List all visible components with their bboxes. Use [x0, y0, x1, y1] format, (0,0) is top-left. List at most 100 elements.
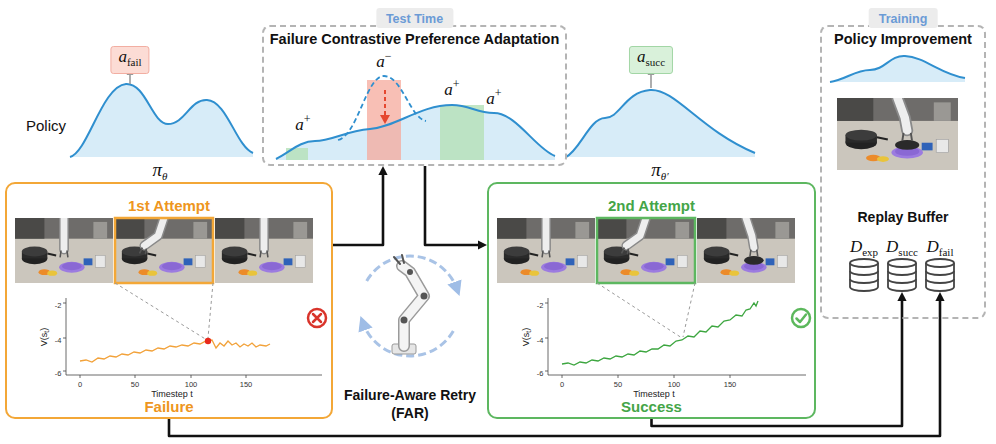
- tick-label: -4: [537, 329, 544, 347]
- tick-label: 100: [185, 373, 198, 391]
- text-holder: 1st Attempt: [7, 197, 331, 215]
- robot-icon: [407, 269, 413, 275]
- rollout-frames: [622, 218, 647, 254]
- tick-label: -6: [55, 362, 62, 380]
- outcome-label: Failure: [144, 398, 193, 415]
- action-symbol: +: [495, 86, 502, 100]
- action-symbol: a: [637, 47, 646, 66]
- tick-label: 50: [131, 380, 139, 389]
- robot-photo: [895, 98, 919, 150]
- policy-curve: [70, 84, 253, 157]
- rollout-frames: [497, 218, 595, 283]
- improved-policy-curve: [830, 56, 965, 82]
- attempt-title: 1st Attempt: [128, 197, 210, 214]
- value-chart: [562, 301, 758, 365]
- database-symbol: [850, 271, 878, 275]
- failure-icon: [308, 309, 326, 327]
- rollout-frames: [15, 218, 113, 283]
- adapted-policy-curve: [650, 74, 652, 88]
- buffer-heading: Replay Buffer: [857, 209, 948, 226]
- value-chart: [205, 338, 211, 344]
- tick-label: 50: [614, 373, 622, 391]
- action-symbol: a: [376, 52, 385, 71]
- rollout-frames: [744, 218, 764, 265]
- connector: [652, 292, 907, 426]
- database-symbol: [848, 258, 880, 292]
- panel-heading: Policy Improvement: [834, 31, 972, 48]
- robot-photo: [837, 98, 958, 170]
- database-symbol: [926, 271, 954, 275]
- adaptation-curve: [286, 148, 308, 160]
- text-holder: Failure Contrastive Preference Adaptatio…: [264, 30, 565, 48]
- adapted-policy-curve: [566, 90, 755, 157]
- axis-label: Timestep t: [151, 383, 193, 401]
- text-holder: Failure: [7, 398, 331, 416]
- rollout-frames: [115, 218, 213, 283]
- axis-label: ): [39, 328, 49, 331]
- connector-line: [169, 300, 940, 436]
- axis-label: t: [43, 331, 50, 333]
- tick-label: -6: [537, 362, 544, 380]
- axis-label: V(s: [39, 333, 49, 347]
- connector: [333, 166, 388, 245]
- axis-label: V(s: [521, 333, 531, 347]
- action-box: asucc: [629, 46, 673, 74]
- buffer-label: Dsucc: [883, 237, 921, 258]
- rollout-frames: [697, 218, 795, 283]
- tick-label: 150: [724, 373, 737, 391]
- database-symbol: [850, 259, 878, 267]
- buffer-subscript: fail: [939, 246, 954, 258]
- stage-label: Test Time: [386, 12, 443, 26]
- tick-label: 100: [668, 380, 681, 389]
- connector: [169, 292, 945, 436]
- policy-symbol: πθ: [153, 159, 168, 183]
- database-symbol: [926, 279, 954, 283]
- failure-icon: [313, 314, 321, 322]
- value-chart: [597, 283, 682, 338]
- tick-label: 100: [668, 373, 681, 391]
- attempt-box: 2nd AttemptSuccess: [487, 182, 816, 419]
- value-chart: [115, 283, 207, 340]
- action-symbol: a: [486, 89, 495, 108]
- action-symbol: a: [295, 115, 304, 134]
- rollout-frames: [542, 218, 550, 257]
- value-chart: [66, 298, 67, 375]
- adaptation-curve: [440, 105, 484, 160]
- retry-label: Failure-Aware Retry (FAR): [330, 386, 490, 423]
- database-symbol: [924, 258, 956, 292]
- axis-label: Timestep t: [633, 383, 675, 401]
- axis-label: ): [521, 328, 531, 331]
- stage-pill: Test Time: [376, 8, 453, 28]
- database-symbol: [888, 259, 916, 267]
- action-symbol: a+: [444, 78, 459, 100]
- stage-label: Training: [879, 12, 928, 26]
- tick-label: 50: [614, 380, 622, 389]
- action-subscript: fail: [127, 56, 142, 68]
- tick-label: -2: [537, 294, 544, 312]
- tick-label: 150: [240, 380, 253, 389]
- tick-label: -2: [55, 294, 62, 312]
- rollout-frames: [215, 218, 313, 283]
- database-symbol: [888, 279, 916, 283]
- retry-label: Failure-Aware Retry (FAR): [344, 387, 476, 421]
- policy-symbol: θ′: [661, 170, 669, 182]
- arrowhead: [478, 240, 487, 249]
- tick-label: 0: [560, 380, 564, 389]
- adaptation-curve: [338, 76, 426, 140]
- database-symbol: [886, 258, 918, 292]
- policy-curve: [129, 74, 131, 84]
- value-chart: [545, 283, 806, 378]
- tick-label: -6: [55, 369, 62, 378]
- buffer-label: Dexp: [845, 237, 883, 258]
- rollout-frames: [140, 218, 165, 254]
- adaptation-curve: [276, 76, 555, 160]
- buffer-label: Dfail: [921, 237, 959, 258]
- success-icon: [792, 309, 810, 327]
- buffer-database: Dsucc: [883, 237, 921, 292]
- action-symbol: a+: [486, 87, 501, 109]
- improved-policy-curve: [830, 56, 965, 82]
- action-symbol: a+: [295, 113, 310, 135]
- axis-label: V(st): [33, 328, 51, 346]
- tick-label: 0: [560, 373, 564, 391]
- connector-line: [333, 174, 383, 245]
